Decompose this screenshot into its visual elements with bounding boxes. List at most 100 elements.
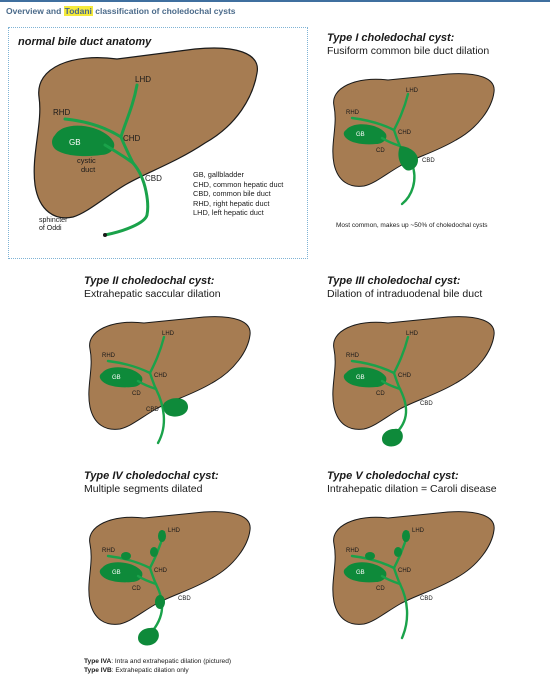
label-cbd: CBD (145, 174, 162, 183)
type2-title: Type II choledochal cyst: (84, 275, 215, 287)
label-gb: GB (69, 138, 81, 147)
type5-title: Type V choledochal cyst: (327, 470, 459, 482)
type4a-note: Type IVA: Intra and extrahepatic dilatio… (84, 657, 231, 666)
label-duct: duct (81, 165, 96, 174)
label-chd: CHD (398, 130, 412, 136)
common-bile-duct (103, 161, 150, 237)
label-gb: GB (356, 375, 365, 381)
left-hepatic-duct (392, 335, 410, 375)
liver-shape (332, 73, 495, 187)
label-chd: CHD (154, 373, 168, 379)
intraduodenal-cyst (382, 428, 403, 447)
abbreviation-legend: GB, gallbladder CHD, common hepatic duct… (193, 170, 283, 218)
fusiform-cyst (398, 146, 418, 171)
header-bar (0, 0, 550, 24)
anatomy-title: normal bile duct anatomy (18, 36, 152, 48)
intrahepatic-cyst-2 (150, 547, 158, 557)
extrahepatic-cyst-2 (138, 627, 159, 646)
label-cd: CD (132, 586, 141, 592)
type4-title: Type IV choledochal cyst: (84, 470, 219, 482)
sphincter-of-oddi-dot (103, 233, 107, 237)
right-hepatic-duct (106, 554, 152, 570)
label-gb: GB (112, 570, 121, 576)
intrahepatic-cyst-2 (394, 547, 402, 557)
liver-shape (88, 511, 251, 625)
left-hepatic-duct (119, 83, 139, 139)
label-chd: CHD (123, 134, 141, 143)
intrahepatic-cyst-3 (121, 552, 131, 560)
type1-title: Type I choledochal cyst: (327, 32, 455, 44)
type3-figure: LHD RHD GB CHD CD CBD (332, 316, 495, 447)
liver-shape (332, 511, 495, 625)
right-hepatic-duct (350, 116, 396, 132)
intrahepatic-cyst-1 (402, 530, 410, 542)
right-hepatic-duct (63, 117, 123, 139)
type1-figure: LHD RHD GB CHD CD CBD (332, 73, 495, 206)
gallbladder-shape (99, 562, 143, 583)
gallbladder-shape (343, 124, 387, 145)
type4b-note: Type IVB: Extrahepatic dilation only (84, 666, 231, 675)
gallbladder-shape (343, 367, 387, 388)
legend-gb: GB, gallbladder (193, 170, 244, 179)
title-pre: Overview and (6, 6, 64, 16)
label-gb: GB (356, 132, 365, 138)
cystic-duct (103, 143, 135, 165)
label-of-oddi: of Oddi (39, 225, 62, 232)
label-cbd: CBD (422, 158, 435, 164)
label-lhd: LHD (406, 331, 419, 337)
label-cbd: CBD (146, 407, 159, 413)
liver-shape (88, 316, 251, 430)
right-hepatic-duct (106, 359, 152, 375)
type4-subtitle: Multiple segments dilated (84, 483, 203, 495)
type4a-label: Type IVA (84, 658, 112, 665)
gallbladder-shape (343, 562, 387, 583)
title-highlight: Todani (63, 6, 93, 16)
label-rhd: RHD (53, 108, 71, 117)
type1-subtitle: Fusiform common bile duct dilation (327, 45, 490, 57)
label-cystic: cystic (77, 156, 96, 165)
label-chd: CHD (398, 373, 412, 379)
intrahepatic-cyst-1 (158, 530, 166, 542)
label-lhd: LHD (412, 528, 425, 534)
cystic-duct (380, 379, 402, 391)
legend-lhd: LHD, left hepatic duct (193, 208, 264, 218)
type5-subtitle: Intrahepatic dilation = Caroli disease (327, 483, 497, 495)
normal-anatomy-box (8, 27, 308, 259)
label-chd: CHD (154, 568, 168, 574)
label-rhd: RHD (346, 353, 360, 359)
type5-figure: LHD RHD GB CHD CD CBD (332, 511, 495, 640)
type2-subtitle: Extrahepatic saccular dilation (84, 288, 221, 300)
label-gb: GB (112, 375, 121, 381)
normal-anatomy-figure: LHD RHD GB CHD cystic duct CBD sphincter… (33, 47, 258, 237)
legend-cbd: CBD, common bile duct (193, 189, 271, 199)
intrahepatic-cyst-3 (365, 552, 375, 560)
label-rhd: RHD (346, 548, 360, 554)
gallbladder-shape (99, 367, 143, 388)
type4a-text: : Intra and extrahepatic dilation (pictu… (111, 658, 232, 665)
page-title: Overview and Todani classification of ch… (6, 6, 236, 16)
type4-subtype-notes: Type IVA: Intra and extrahepatic dilatio… (84, 657, 231, 675)
label-rhd: RHD (346, 110, 360, 116)
cystic-duct (380, 574, 402, 586)
saccular-cyst (163, 398, 188, 417)
legend-chd: CHD, common hepatic duct (193, 179, 284, 189)
title-post: classification of choledochal cysts (92, 6, 236, 16)
label-lhd: LHD (162, 331, 175, 337)
type2-figure: LHD RHD GB CHD CD CBD (88, 316, 251, 445)
label-rhd: RHD (102, 548, 116, 554)
left-hepatic-duct (148, 335, 166, 375)
common-bile-duct (398, 582, 409, 640)
left-hepatic-duct (392, 92, 410, 132)
common-bile-duct (154, 387, 166, 445)
type3-subtitle: Dilation of intraduodenal bile duct (327, 288, 483, 300)
type4b-label: Type IVB (84, 667, 112, 674)
liver-shape (332, 316, 495, 430)
type4b-text: : Extrahepatic dilation only (111, 667, 189, 674)
label-rhd: RHD (102, 353, 116, 359)
cystic-duct (136, 379, 158, 391)
label-lhd: LHD (168, 528, 181, 534)
label-cbd: CBD (420, 596, 433, 602)
label-gb: GB (356, 570, 365, 576)
label-cbd: CBD (420, 401, 433, 407)
type3-title: Type III choledochal cyst: (327, 275, 461, 287)
